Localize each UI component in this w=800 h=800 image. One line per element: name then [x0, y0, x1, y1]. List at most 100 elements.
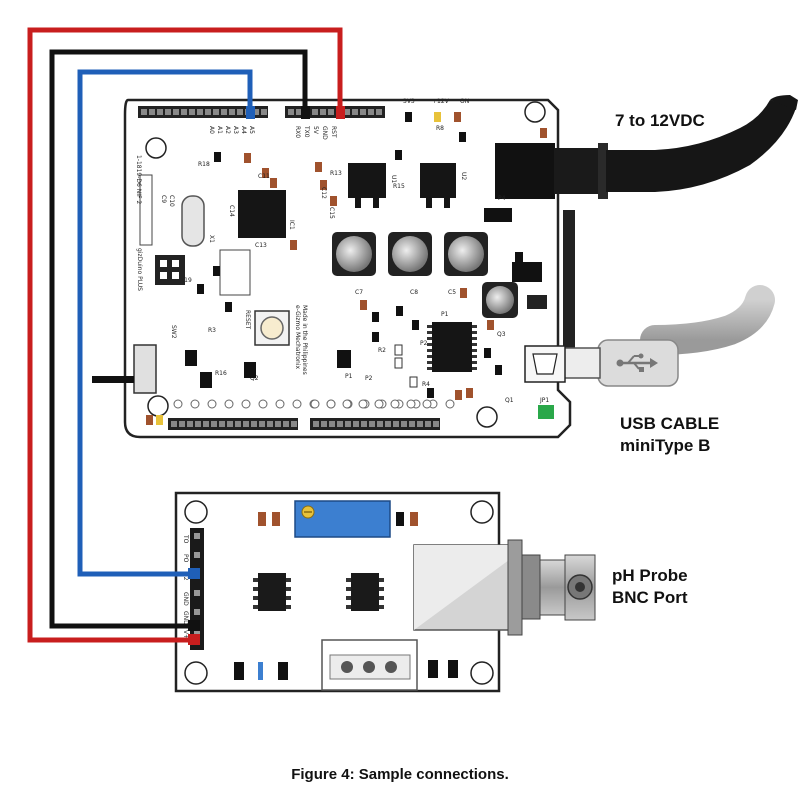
label-jp1: JP1 [539, 397, 549, 404]
via-pad [358, 399, 368, 409]
label-c15: C15 [328, 207, 335, 219]
smd-part [315, 162, 322, 172]
smd-part [487, 320, 494, 330]
ic-pin [427, 325, 432, 328]
label-u2: U2 [460, 172, 467, 180]
wire-blue [77, 69, 253, 577]
power-callout: 7 to 12VDC [615, 111, 705, 130]
ph-pin-label: GND [182, 611, 189, 625]
via-pad [390, 399, 400, 409]
smd-part [372, 332, 379, 342]
via-pad [374, 399, 384, 409]
smd-part [427, 388, 434, 398]
ic-pin [427, 355, 432, 358]
header-right [563, 210, 575, 360]
ic-pin [286, 587, 291, 591]
mount-hole [145, 137, 167, 159]
smd-part [434, 112, 441, 122]
mount-hole [524, 101, 546, 123]
dc-power-plug-icon [554, 95, 798, 199]
ph-header-pin [194, 609, 200, 615]
ic-pin [346, 587, 351, 591]
header-pin [409, 421, 415, 427]
ic-pin [286, 596, 291, 600]
ic-pin [379, 596, 384, 600]
smd-part [225, 302, 232, 312]
header-pin [171, 421, 177, 427]
wires [27, 27, 345, 645]
ic-pin [286, 605, 291, 609]
usb-callout-line-1: USB CABLE [620, 414, 720, 433]
via-pad [275, 399, 285, 409]
ph-pin-label: P2 [182, 573, 189, 581]
ph-header-pin [194, 552, 200, 558]
header-pin [157, 109, 163, 115]
ic-pin [472, 337, 477, 340]
ic-pin [427, 343, 432, 346]
header-pin [251, 421, 257, 427]
smd-part [372, 312, 379, 322]
via-pad [406, 399, 416, 409]
label-u1: U1 [390, 175, 397, 183]
header-pin [275, 421, 281, 427]
ic-pin [346, 578, 351, 582]
electrolytic-capacitors [332, 232, 518, 318]
digital-pin-label: RST [330, 126, 337, 138]
ph-callout-line-2: BNC Port [612, 588, 688, 607]
header-pin [195, 421, 201, 427]
smd-part [395, 150, 402, 160]
mount-hole [470, 500, 494, 524]
ph-pin-label: TO [182, 534, 189, 544]
smd-part [455, 390, 462, 400]
power-led [538, 405, 554, 419]
maker-line-2: Made in the Philippines [301, 305, 308, 375]
header-pin [361, 421, 367, 427]
analog-pin-label: A5 [248, 126, 255, 134]
header-pin [321, 421, 327, 427]
header-pin [344, 109, 350, 115]
label-sw2: SW2 [170, 325, 177, 339]
smd-part [262, 168, 269, 178]
header-pin [141, 109, 147, 115]
header-pin [261, 109, 267, 115]
component-label: P1 [345, 373, 353, 380]
component-label: Q1 [505, 397, 514, 404]
ic-pin [472, 325, 477, 328]
header-pin [253, 109, 259, 115]
trimmer-potentiometer [294, 500, 391, 538]
ic-pin [427, 337, 432, 340]
digital-pin-label: GND [321, 126, 328, 140]
smd-part [244, 153, 251, 163]
header-pin [149, 109, 155, 115]
smd-part [146, 415, 153, 425]
ic-pin [286, 578, 291, 582]
ph-pin-label: GND [182, 592, 189, 606]
via-pad [207, 399, 217, 409]
smd-part [197, 284, 204, 294]
header-pin [229, 109, 235, 115]
header-pin [360, 109, 366, 115]
mount-hole [147, 395, 169, 417]
wire-red [27, 27, 343, 643]
header-pin [385, 421, 391, 427]
ph-pin-header [190, 528, 204, 650]
ic-pin [472, 367, 477, 370]
usb-cable [524, 285, 775, 387]
via-pad [310, 399, 320, 409]
label-c12: C12 [320, 187, 327, 199]
mount-hole [476, 406, 498, 428]
analog-pin-label: A2 [224, 126, 231, 134]
label-3v3: 3V3 [403, 98, 415, 105]
wire-black [49, 49, 308, 629]
component-label: R19 [180, 277, 192, 284]
ic-pin [472, 361, 477, 364]
smd-part [412, 320, 419, 330]
label-c9: C9 [160, 195, 167, 203]
board-pin-text: 1-1819-D6 NIF 2 [135, 155, 142, 204]
ic-pin [379, 578, 384, 582]
header-pin [312, 109, 318, 115]
header-pin [211, 421, 217, 427]
